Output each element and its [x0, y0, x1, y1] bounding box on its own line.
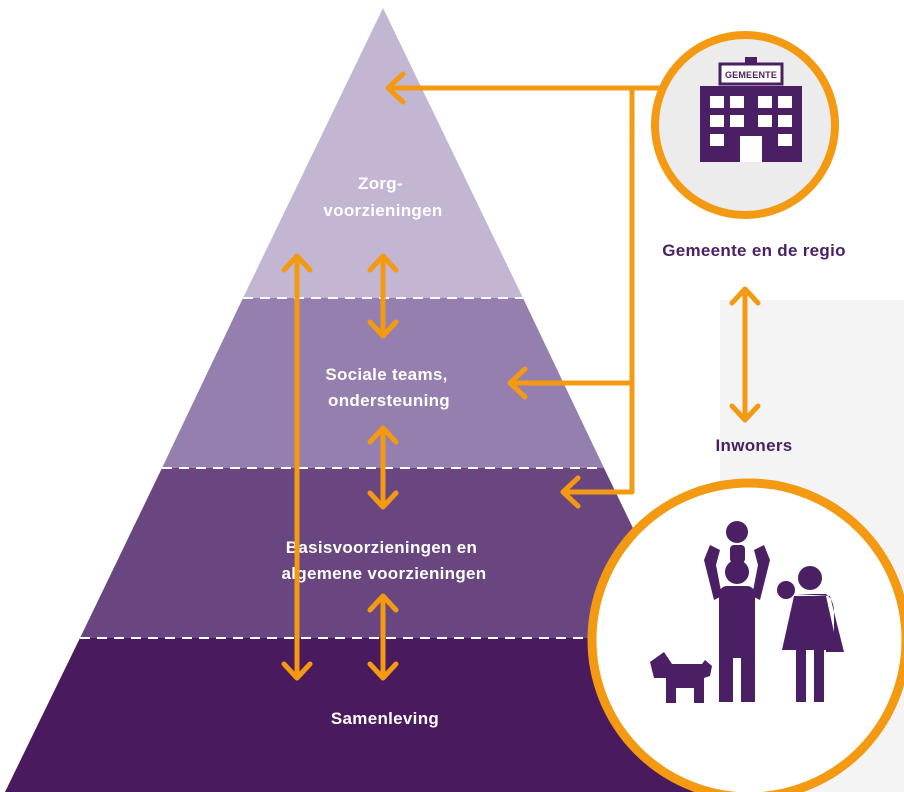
town-hall-icon: GEMEENTE [700, 57, 802, 162]
arrow-head [281, 661, 313, 681]
pyramid-level-basisvoorzieningen [80, 468, 686, 638]
arrow-head [385, 71, 406, 105]
level-label-sociale-teams: Sociale teams, ondersteuning [325, 365, 452, 410]
arrow-head [367, 490, 399, 510]
level-label-line: Zorg- [358, 174, 403, 193]
arrow-head [560, 475, 581, 509]
municipality-badge: GEMEENTE [651, 31, 839, 219]
pyramid [5, 8, 762, 792]
level-label-line: Basisvoorzieningen en [286, 538, 477, 557]
arrow-head [729, 286, 761, 306]
level-label-line: Samenleving [331, 709, 439, 728]
residents-label: Inwoners [715, 436, 792, 455]
pyramid-level-sociale-teams [162, 298, 604, 468]
arrow-head [729, 403, 761, 423]
arrows [281, 71, 761, 681]
arrow-head [367, 253, 399, 273]
level-label-line: voorzieningen [323, 201, 442, 220]
building-sign: GEMEENTE [725, 70, 777, 80]
pyramid-level-samenleving [5, 638, 762, 792]
pyramid-level-zorgvoorzieningen [243, 8, 523, 298]
arrow-head [507, 366, 528, 400]
level-label-samenleving: Samenleving [331, 709, 439, 728]
level-label-zorg: Zorg- voorzieningen [323, 174, 442, 220]
level-label-line: Sociale teams, [325, 365, 447, 384]
arrow-head [367, 319, 399, 339]
municipality-label: Gemeente en de regio [662, 241, 846, 260]
level-label-line: algemene voorzieningen [282, 564, 487, 583]
arrow-head [367, 593, 399, 613]
family-icon [650, 521, 844, 703]
arrow-head [281, 253, 313, 273]
arrow-head [367, 425, 399, 445]
arrow-head [367, 661, 399, 681]
level-label-line: ondersteuning [328, 391, 450, 410]
level-label-basis: Basisvoorzieningen en algemene voorzieni… [282, 538, 487, 583]
residents-badge [587, 478, 904, 792]
